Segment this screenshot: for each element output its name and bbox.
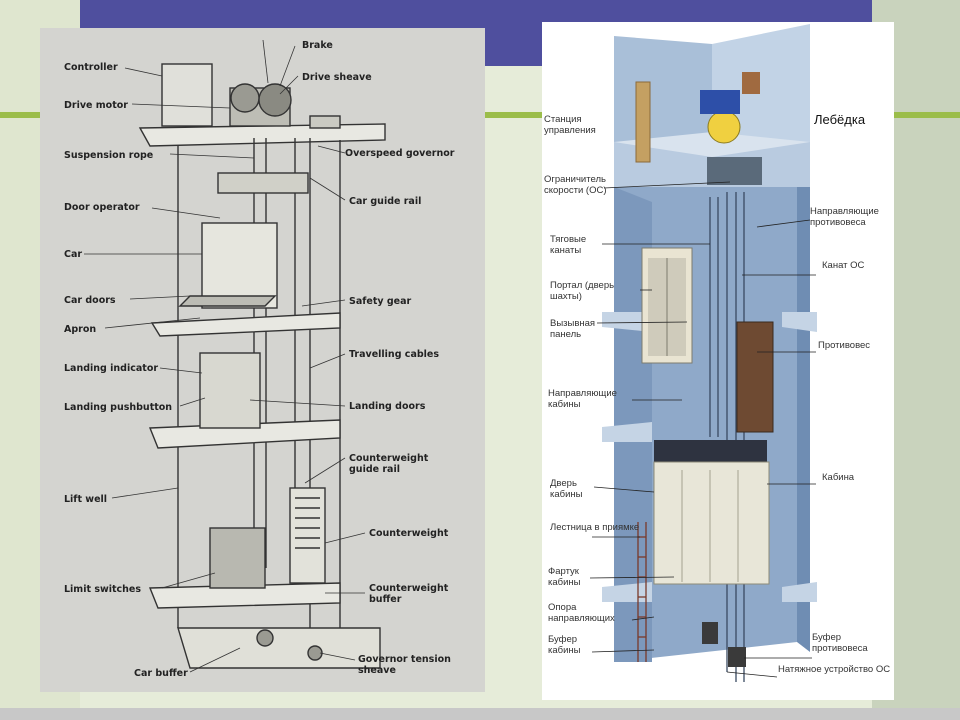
label-car-apron: Фартук кабины xyxy=(548,566,581,588)
label-speed-limiter: Ограничитель скорости (ОС) xyxy=(544,174,607,196)
label-car-ru: Кабина xyxy=(822,472,855,483)
label-car-guides: Направляющие кабины xyxy=(548,388,617,410)
label-landing-indicator: Landing indicator xyxy=(64,363,159,374)
label-portal: Портал (дверь шахты) xyxy=(550,280,615,302)
label-apron: Apron xyxy=(64,324,97,335)
label-car: Car xyxy=(64,249,83,260)
label-travelling-cables: Travelling cables xyxy=(349,349,440,360)
label-car-guide-rail: Car guide rail xyxy=(349,196,422,207)
label-drive-sheave: Drive sheave xyxy=(302,72,372,83)
label-overspeed-governor: Overspeed governor xyxy=(345,148,455,159)
label-car-door: Дверь кабины xyxy=(550,478,583,500)
label-controller: Controller xyxy=(64,62,118,73)
label-counterweight-guide-rail: Counterweight guide rail xyxy=(349,453,429,475)
label-governor-tension-sheave: Governor tension sheave xyxy=(358,654,451,676)
elevator-3d-drawing xyxy=(589,24,817,682)
label-suspension-rope: Suspension rope xyxy=(64,150,154,161)
english-elevator-diagram: Brake Controller Drive sheave Drive moto… xyxy=(40,28,485,692)
label-brake: Brake xyxy=(302,40,333,51)
elevator-drawing xyxy=(84,39,386,673)
bottom-strip xyxy=(0,708,960,720)
label-counterweight-ru: Противовес xyxy=(818,340,871,351)
label-landing-pushbutton: Landing pushbutton xyxy=(64,402,173,413)
label-traction-ropes: Тяговые канаты xyxy=(550,234,587,256)
label-cw-guides: Направляющие противовеса xyxy=(810,206,879,228)
label-tension-device: Натяжное устройство ОС xyxy=(778,664,891,675)
label-landing-doors: Landing doors xyxy=(349,401,426,412)
label-os-rope: Канат ОС xyxy=(822,260,865,271)
label-car-buffer-ru: Буфер кабины xyxy=(548,634,581,656)
label-counterweight-buffer: Counterweight buffer xyxy=(369,583,449,605)
label-pit-ladder: Лестница в приямке xyxy=(550,522,640,533)
label-winch: Лебёдка xyxy=(814,112,866,127)
label-call-panel: Вызывная панель xyxy=(550,318,596,340)
label-door-operator: Door operator xyxy=(64,202,140,213)
label-cw-buffer: Буфер противовеса xyxy=(812,632,868,654)
label-limit-switches: Limit switches xyxy=(64,584,142,595)
label-car-doors: Car doors xyxy=(64,295,116,306)
label-counterweight: Counterweight xyxy=(369,528,449,539)
label-lift-well: Lift well xyxy=(64,494,108,505)
label-guide-support: Опора направляющих xyxy=(548,602,615,624)
label-control-station: Станция управления xyxy=(544,114,596,136)
label-drive-motor: Drive motor xyxy=(64,100,128,111)
label-car-buffer: Car buffer xyxy=(134,668,188,679)
label-safety-gear: Safety gear xyxy=(349,296,412,307)
russian-elevator-diagram: Станция управления Лебёдка Ограничитель … xyxy=(542,22,894,700)
